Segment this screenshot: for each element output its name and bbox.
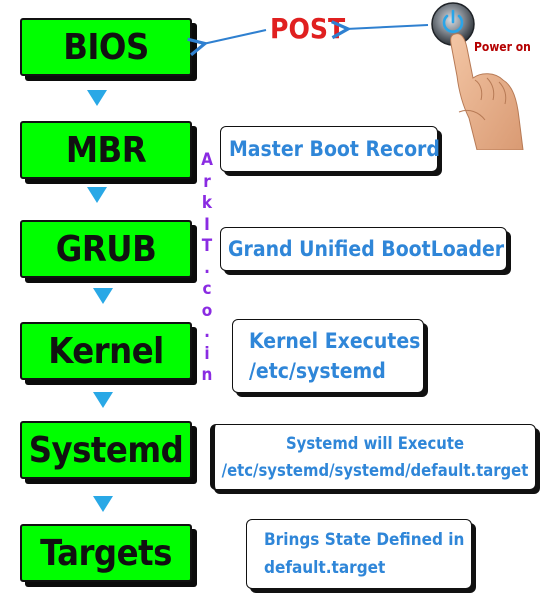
- watermark-char: r: [203, 171, 211, 192]
- desc-kernel: Kernel Executes /etc/systemd: [232, 319, 424, 393]
- down-arrow-icon: [93, 496, 113, 512]
- step-mbr: MBR: [20, 121, 192, 179]
- power-on-label: Power on: [474, 40, 531, 54]
- power-button-icon: [431, 2, 524, 150]
- watermark-char: i: [204, 343, 210, 364]
- desc-systemd-line-2: /etc/systemd/systemd/default.target: [221, 461, 529, 480]
- desc-grub: Grand Unified BootLoader: [220, 227, 507, 271]
- down-arrow-icon: [87, 90, 107, 106]
- watermark-char: k: [201, 193, 213, 213]
- post-to-bios-arrow-icon: [203, 29, 267, 44]
- step-targets: Targets: [20, 524, 192, 582]
- step-systemd: Systemd: [20, 421, 192, 479]
- step-kernel: Kernel: [20, 322, 192, 380]
- power-to-post-arrow-icon: [346, 25, 429, 29]
- desc-systemd-line-1: Systemd will Execute: [285, 434, 465, 453]
- down-arrow-icon: [87, 187, 107, 203]
- step-grub: GRUB: [20, 220, 192, 278]
- desc-kernel-line-1: Kernel Executes: [249, 329, 421, 353]
- watermark-char: I: [204, 214, 210, 235]
- desc-targets: Brings State Defined in default.target: [246, 519, 472, 589]
- desc-targets-line-2: default.target: [264, 558, 386, 578]
- watermark-text: A r k I T . c o . i n: [197, 150, 217, 387]
- watermark-char: o: [201, 300, 213, 321]
- watermark-char: .: [204, 322, 210, 342]
- watermark-char: A: [201, 150, 213, 170]
- watermark-char: c: [202, 279, 212, 299]
- desc-mbr-line: Master Boot Record: [229, 137, 440, 161]
- down-arrow-icon: [93, 288, 113, 304]
- watermark-char: n: [201, 365, 213, 385]
- step-bios: BIOS: [20, 18, 192, 76]
- desc-systemd: Systemd will Execute /etc/systemd/system…: [210, 424, 536, 490]
- desc-targets-line-1: Brings State Defined in: [264, 530, 465, 550]
- desc-mbr: Master Boot Record: [220, 126, 440, 172]
- desc-grub-line: Grand Unified BootLoader: [228, 237, 505, 261]
- watermark-char: .: [204, 257, 210, 278]
- watermark-char: T: [201, 236, 213, 256]
- desc-kernel-line-2: /etc/systemd: [249, 359, 386, 383]
- down-arrow-icon: [93, 392, 113, 408]
